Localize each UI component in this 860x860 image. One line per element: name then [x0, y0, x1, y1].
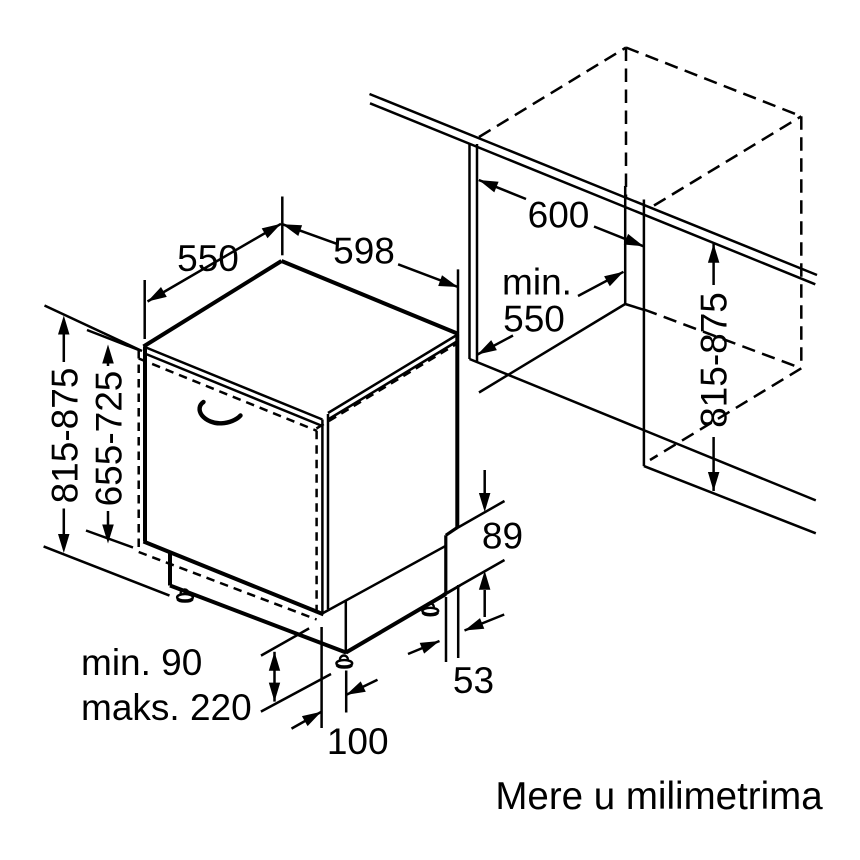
- svg-text:598: 598: [333, 231, 395, 272]
- svg-text:Mere u milimetrima: Mere u milimetrima: [495, 775, 823, 818]
- svg-text:550: 550: [503, 299, 565, 340]
- svg-text:550: 550: [177, 238, 239, 279]
- svg-text:655-725: 655-725: [89, 371, 130, 507]
- svg-text:min. 90: min. 90: [81, 642, 202, 683]
- svg-text:maks. 220: maks. 220: [81, 687, 252, 728]
- svg-text:53: 53: [453, 660, 494, 701]
- svg-text:600: 600: [528, 195, 590, 236]
- svg-text:100: 100: [327, 721, 389, 762]
- svg-text:89: 89: [482, 516, 523, 557]
- svg-text:815-875: 815-875: [44, 368, 85, 504]
- svg-text:min.: min.: [502, 262, 572, 303]
- svg-text:815-875: 815-875: [694, 292, 735, 428]
